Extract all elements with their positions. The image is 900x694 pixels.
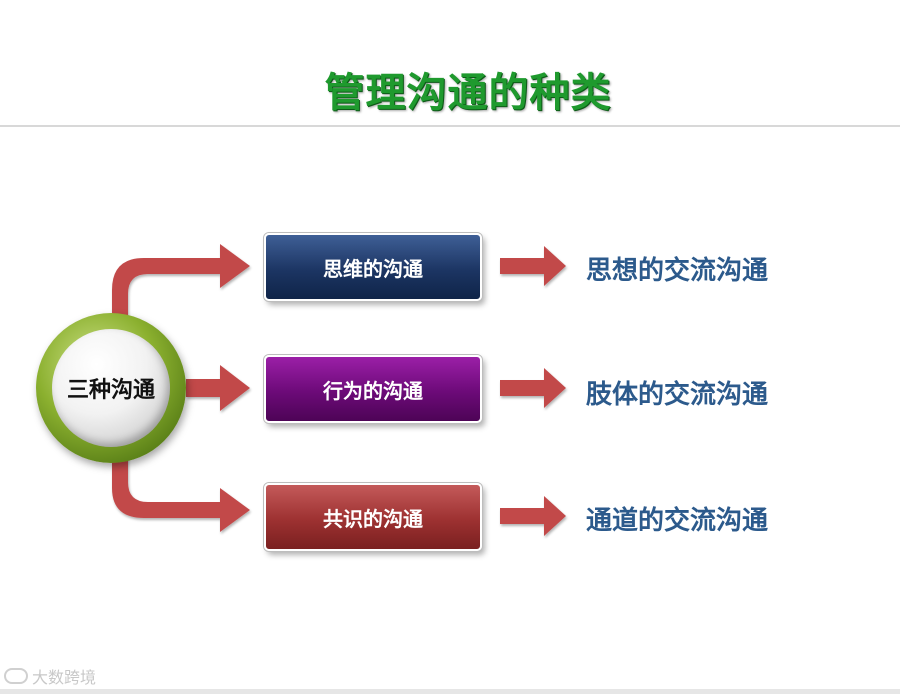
type-box-1: 思维的沟通 <box>264 233 482 301</box>
watermark-text: 大数跨境 <box>32 668 97 687</box>
result-text-1: 思想的交流沟通 <box>586 256 769 286</box>
result-text-2: 肢体的交流沟通 <box>586 380 769 410</box>
branch-arrow-bottom <box>112 446 250 532</box>
slide-title: 管理沟通的种类 <box>324 70 612 116</box>
type-box-label: 共识的沟通 <box>323 506 423 531</box>
right-arrow-icon <box>500 496 566 536</box>
type-box-2: 行为的沟通 <box>264 355 482 423</box>
type-box-3: 共识的沟通 <box>264 483 482 551</box>
branch-arrow-middle <box>186 365 250 411</box>
title-divider <box>0 125 900 127</box>
hub-circle: 三种沟通 <box>52 329 170 447</box>
right-arrow-icon <box>500 368 566 408</box>
right-arrow-icon <box>500 246 566 286</box>
hub-label: 三种沟通 <box>66 378 155 403</box>
type-box-label: 思维的沟通 <box>323 256 423 281</box>
branch-arrow-top <box>112 244 250 330</box>
bottom-bar <box>0 689 900 694</box>
watermark: 大数跨境 <box>4 664 96 688</box>
watermark-logo-icon <box>4 668 28 684</box>
result-text-3: 通道的交流沟通 <box>586 506 769 536</box>
type-box-label: 行为的沟通 <box>323 378 423 403</box>
